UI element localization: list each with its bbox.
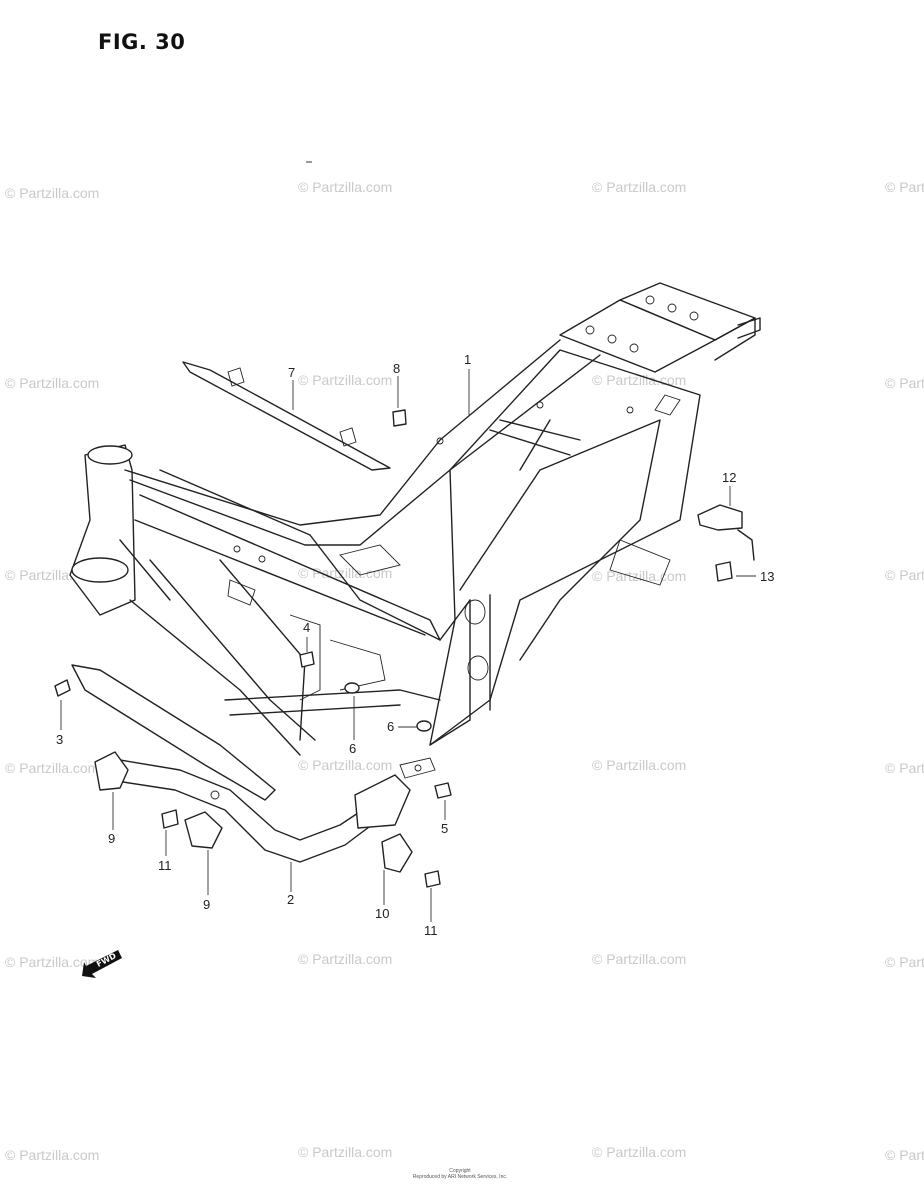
screw-part-13	[715, 561, 733, 582]
callout-11: 11	[158, 858, 172, 873]
plate-part-9	[184, 811, 223, 849]
watermark-text: © Partzilla.com	[592, 1144, 686, 1160]
watermark-text: © Partzilla.com	[5, 375, 99, 391]
watermark-text: © Partzilla.com	[592, 757, 686, 773]
figure-title: FIG. 30	[98, 30, 186, 54]
watermark-text: © Partzilla.com	[885, 1147, 924, 1163]
main-frame-part-1	[69, 282, 761, 756]
callout-labels: 1 2 3 4 5 6 6 7 8 9 9 10 11 11 12 13	[56, 352, 774, 938]
callout-1: 1	[464, 352, 471, 367]
watermark-text: © Partzilla.com	[298, 1144, 392, 1160]
callout-5: 5	[441, 821, 448, 836]
callout-9: 9	[108, 831, 115, 846]
bolt-part-4	[299, 651, 315, 668]
watermark-layer: © Partzilla.com © Partzilla.com © Partzi…	[5, 179, 924, 1163]
bolt-part-8	[392, 409, 407, 427]
nut-part-6	[344, 682, 360, 694]
watermark-text: © Partzilla.com	[592, 951, 686, 967]
bolt-part-11	[161, 809, 179, 829]
hardware-parts	[54, 409, 755, 888]
watermark-text: © Partzilla.com	[298, 757, 392, 773]
copyright-line-1: Copyright	[449, 1168, 471, 1174]
watermark-text: © Partzilla.com	[885, 375, 924, 391]
watermark-text: © Partzilla.com	[5, 954, 99, 970]
plate-part-9	[94, 751, 129, 791]
callout-2: 2	[287, 892, 294, 907]
callout-12: 12	[722, 470, 736, 485]
bolt-part-11	[424, 870, 441, 888]
watermark-text: © Partzilla.com	[298, 565, 392, 581]
callout-8: 8	[393, 361, 400, 376]
callout-6: 6	[349, 741, 356, 756]
watermark-text: © Partzilla.com	[885, 954, 924, 970]
callout-4: 4	[303, 620, 310, 635]
watermark-text: © Partzilla.com	[592, 568, 686, 584]
watermark-text: © Partzilla.com	[592, 179, 686, 195]
watermark-text: © Partzilla.com	[298, 372, 392, 388]
watermark-text: © Partzilla.com	[5, 760, 99, 776]
watermark-text: © Partzilla.com	[885, 179, 924, 195]
leader-lines	[60, 369, 756, 922]
callout-11: 11	[424, 923, 438, 938]
callout-10: 10	[375, 906, 389, 921]
callout-3: 3	[56, 732, 63, 747]
copyright-line-2: Reproduced by ARI Network Services, Inc.	[412, 1174, 508, 1180]
copyright-note: Copyright Reproduced by ARI Network Serv…	[380, 1168, 540, 1180]
bracket-part-7	[182, 361, 391, 471]
callout-7: 7	[288, 365, 295, 380]
clamp-part-12	[697, 504, 743, 531]
watermark-text: © Partzilla.com	[885, 567, 924, 583]
callout-13: 13	[760, 569, 774, 584]
watermark-text: © Partzilla.com	[592, 372, 686, 388]
plate-part-10	[381, 833, 413, 873]
bolt-part-5	[434, 782, 452, 799]
nut-part-6	[416, 720, 432, 732]
watermark-text: © Partzilla.com	[298, 179, 392, 195]
callout-9: 9	[203, 897, 210, 912]
watermark-text: © Partzilla.com	[5, 185, 99, 201]
watermark-text: © Partzilla.com	[885, 760, 924, 776]
callout-6: 6	[387, 719, 394, 734]
watermark-text: © Partzilla.com	[5, 1147, 99, 1163]
lower-cradle-part-2	[71, 664, 441, 863]
bolt-part-3	[54, 679, 71, 697]
watermark-text: © Partzilla.com	[298, 951, 392, 967]
